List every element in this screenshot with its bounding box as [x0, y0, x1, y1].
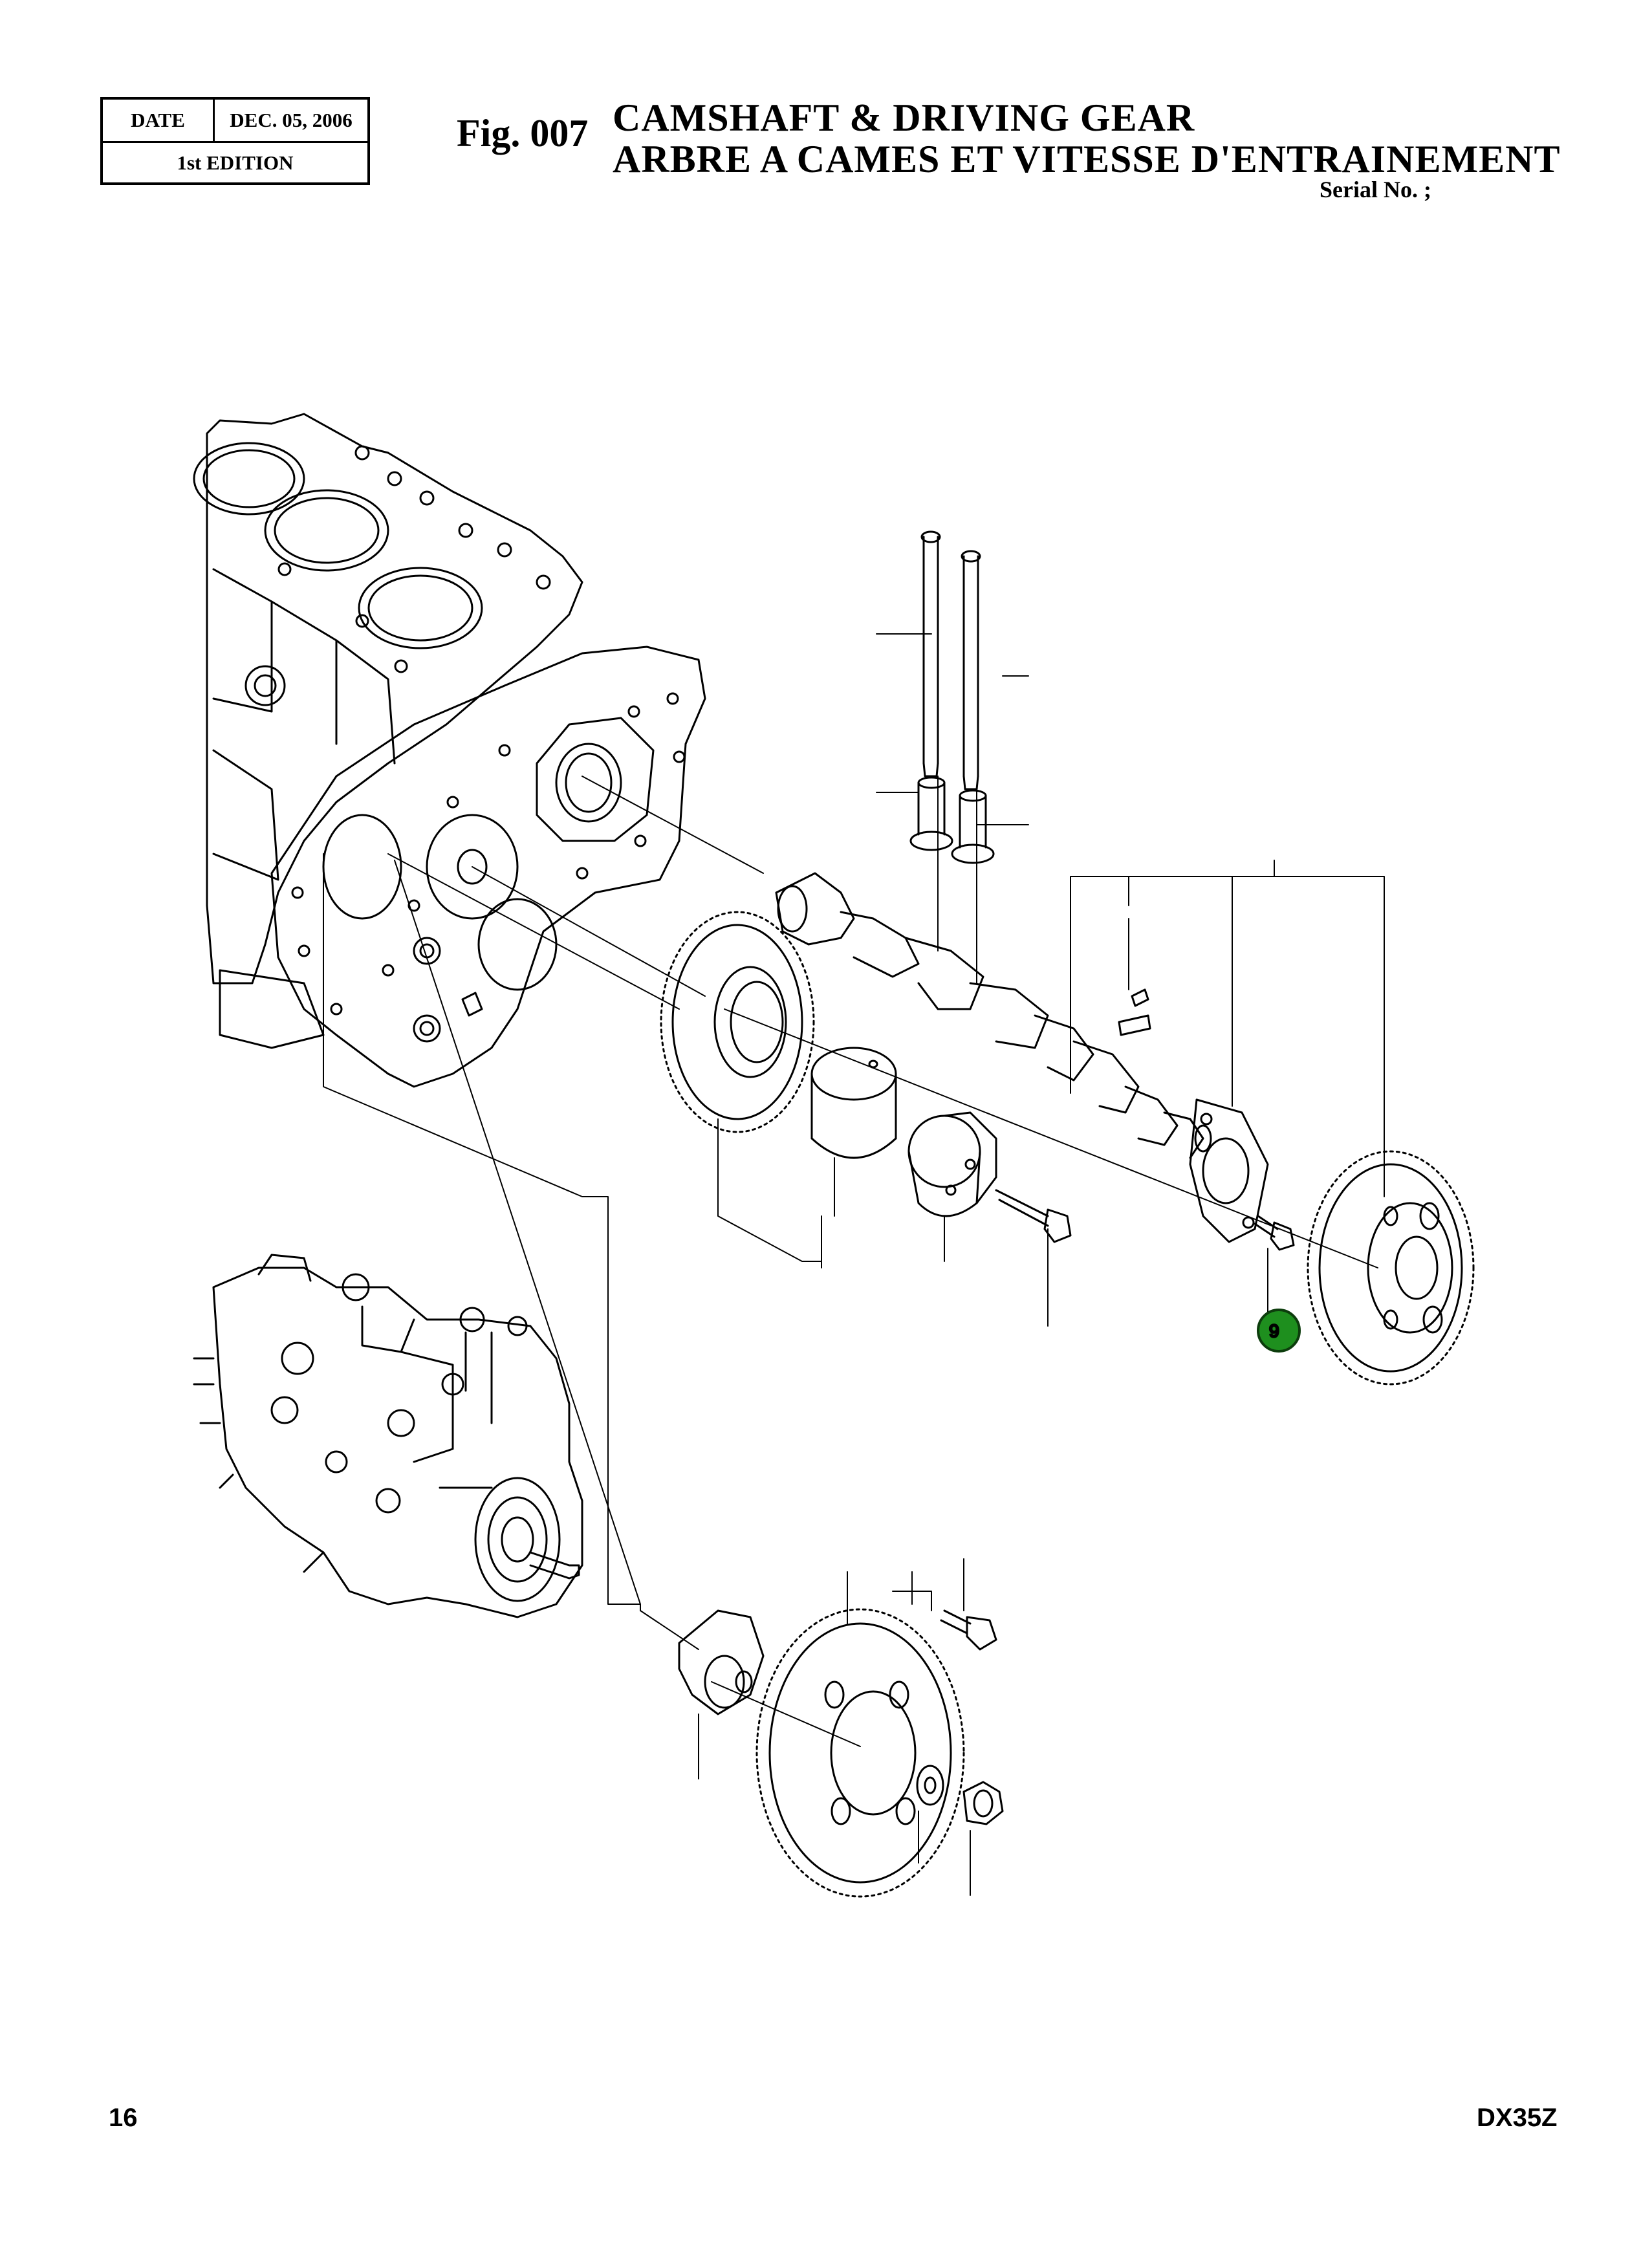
- callout-circle[interactable]: [1257, 1309, 1301, 1353]
- nut: [962, 1781, 1004, 1825]
- gear-case-plate: [270, 646, 706, 1088]
- model-code: DX35Z: [1477, 2104, 1558, 2132]
- pump-hub: [678, 1609, 765, 1715]
- pump-gear-bolt: [940, 1609, 997, 1651]
- camshaft-gear-right: [1307, 1150, 1475, 1386]
- title-english: CAMSHAFT & DRIVING GEAR: [613, 96, 1195, 139]
- engine-block: [193, 413, 583, 1049]
- callout-label[interactable]: 9: [1268, 1320, 1281, 1342]
- camshaft: [775, 872, 1212, 1159]
- bushing: [810, 1047, 897, 1159]
- serial-number: Serial No. ;: [1320, 177, 1431, 202]
- edition-label: 1st EDITION: [177, 151, 294, 174]
- injection-pump: [193, 1254, 583, 1618]
- date-edition-box: DATE DEC. 05, 2006 1st EDITION: [100, 97, 370, 185]
- camshaft-gear-upper: [660, 911, 815, 1133]
- thrust-flange: [908, 1111, 997, 1217]
- date-value: DEC. 05, 2006: [230, 109, 353, 131]
- leader-lines: [323, 633, 1385, 1896]
- push-rods: [909, 530, 995, 864]
- title-french: ARBRE A CAMES ET VITESSE D'ENTRAINEMENT: [613, 138, 1561, 180]
- thrust-plate: [1189, 1098, 1269, 1243]
- flange-bolt: [995, 1189, 1072, 1243]
- pump-drive-gear: [755, 1608, 965, 1898]
- page-number: 16: [109, 2104, 138, 2132]
- date-row: DATE DEC. 05, 2006: [103, 100, 367, 143]
- washer: [916, 1765, 944, 1806]
- figure-number: Fig. 007: [457, 112, 589, 155]
- callout-marker-9[interactable]: 9: [1257, 1309, 1301, 1353]
- date-label: DATE: [103, 100, 215, 141]
